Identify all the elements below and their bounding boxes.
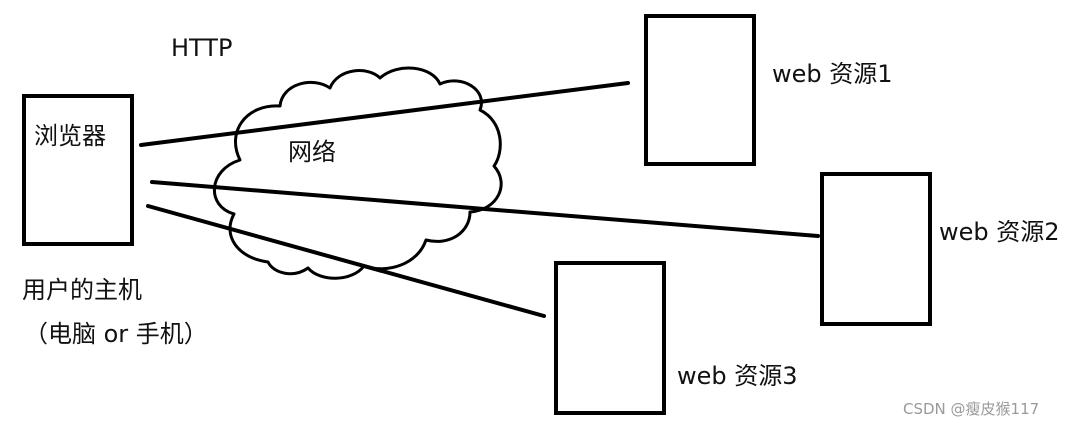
- browser-box: [22, 94, 134, 246]
- network-cloud: [213, 66, 503, 280]
- connection-line-1: [139, 81, 630, 147]
- browser-label: 浏览器: [34, 122, 106, 150]
- resource2-label: web 资源2: [939, 218, 1060, 246]
- resource3-label: web 资源3: [677, 362, 798, 390]
- host-device-label: （电脑 or 手机）: [24, 320, 208, 348]
- host-label: 用户的主机: [22, 276, 142, 304]
- resource3-box: [554, 261, 666, 415]
- protocol-label: HTTP: [171, 34, 233, 62]
- network-label: 网络: [288, 138, 336, 166]
- watermark: CSDN @瘦皮猴117: [903, 400, 1040, 418]
- connection-line-2: [150, 180, 820, 238]
- resource2-box: [820, 172, 932, 326]
- resource1-label: web 资源1: [772, 60, 893, 88]
- resource1-box: [644, 14, 756, 166]
- connection-line-3: [146, 204, 546, 318]
